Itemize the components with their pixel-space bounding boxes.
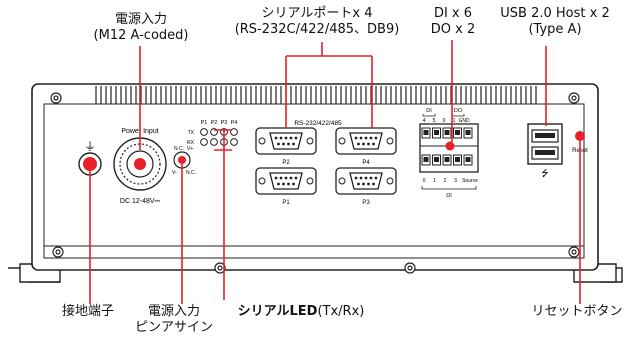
usb-ports: ⭍ — [527, 123, 563, 178]
dio-top-pin: GND — [458, 118, 470, 124]
usb-callout: USB 2.0 Host x 2 (Type A) — [496, 6, 614, 38]
dio-callout: DI x 6 DO x 2 — [418, 6, 488, 38]
dio-bottom-pin: 2 — [444, 178, 447, 184]
svg-text:V+: V+ — [187, 146, 193, 152]
serial-port-callout: シリアルポートx 4 (RS-232C/422/485、DB9) — [222, 6, 412, 38]
do-label: DO — [454, 108, 463, 114]
port-label: P1 — [282, 200, 290, 206]
svg-text:N.C.: N.C. — [186, 170, 196, 176]
serial-led-main: シリアルLED — [237, 304, 318, 319]
usb-line-type: (Type A) — [528, 22, 582, 37]
heatsink-fins — [95, 86, 537, 104]
dio-line-di: DI x 6 — [433, 6, 473, 21]
led-indicator — [200, 138, 208, 146]
power-input-callout: 電源入力 (M12 A-coded) — [86, 12, 196, 44]
dio-top-pin: 4 — [423, 118, 426, 124]
serial-led-callout: シリアルLED(Tx/Rx) — [226, 304, 376, 320]
led-row-label: TX — [188, 130, 195, 136]
power-rating-label: DC 12-48V⎓ — [120, 198, 161, 205]
ground-callout: 接地端子 — [61, 304, 114, 319]
led-indicator — [210, 138, 218, 146]
led-indicator — [200, 128, 208, 136]
callout-lines — [89, 40, 581, 304]
led-col-label: P3 — [221, 120, 228, 126]
serial-port-subtitle: (RS-232C/422/485、DB9) — [234, 22, 400, 37]
reset-callout: リセットボタン — [531, 304, 623, 319]
dio-bottom-pin: 3 — [454, 178, 457, 184]
serial-led-suffix: (Tx/Rx) — [317, 304, 365, 319]
power-pin-assignment: N.C. V+ V- N.C. — [172, 146, 196, 176]
dio-top-pin: 1 — [453, 118, 456, 124]
dio-top-pin: 5 — [433, 118, 436, 124]
port-label: P2 — [282, 160, 290, 166]
power-pin-line2: ピンアサイン — [134, 320, 213, 335]
dio-bottom-pin: 0 — [423, 178, 426, 184]
di-top-label: DI — [426, 108, 432, 114]
db9-port: P4 — [335, 127, 397, 166]
db9-port: P2 — [255, 127, 317, 166]
ground-symbol: ⏚ — [85, 140, 96, 153]
dio-top-pin: 0 — [443, 118, 446, 124]
svg-text:N.C.: N.C. — [174, 146, 184, 152]
led-indicator — [230, 138, 238, 146]
dio-line-do: DO x 2 — [430, 22, 476, 37]
db9-port: P1 — [255, 167, 317, 206]
power-pin-line1: 電源入力 — [147, 304, 200, 319]
port-label: P3 — [362, 200, 370, 206]
di-bottom-label: DI — [446, 193, 452, 199]
usb-line-host: USB 2.0 Host x 2 — [500, 6, 610, 21]
led-col-label: P4 — [231, 120, 238, 126]
dio-bottom-pin: Source — [462, 178, 478, 184]
serial-port-title: シリアルポートx 4 — [261, 6, 373, 21]
port-label: P4 — [362, 160, 370, 166]
led-indicator — [230, 128, 238, 136]
svg-text:V-: V- — [172, 170, 177, 176]
led-col-label: P1 — [201, 120, 208, 126]
led-col-label: P2 — [211, 120, 218, 126]
callout-leader — [285, 42, 373, 128]
dio-bottom-pin: 1 — [433, 178, 436, 184]
callout-leader — [214, 129, 232, 300]
serial-header-label: RS-232/422/485 — [294, 120, 342, 127]
power-input-subtitle: (M12 A-coded) — [93, 28, 189, 43]
db9-port: P3 — [335, 167, 397, 206]
led-row-label: RX — [187, 140, 195, 146]
ground-terminal: ⏚ — [78, 140, 102, 176]
panel-screws — [50, 92, 580, 274]
power-pin-callout: 電源入力 ピンアサイン — [124, 304, 224, 336]
usb-symbol: ⭍ — [541, 168, 549, 178]
power-input-title: 電源入力 — [114, 12, 167, 27]
